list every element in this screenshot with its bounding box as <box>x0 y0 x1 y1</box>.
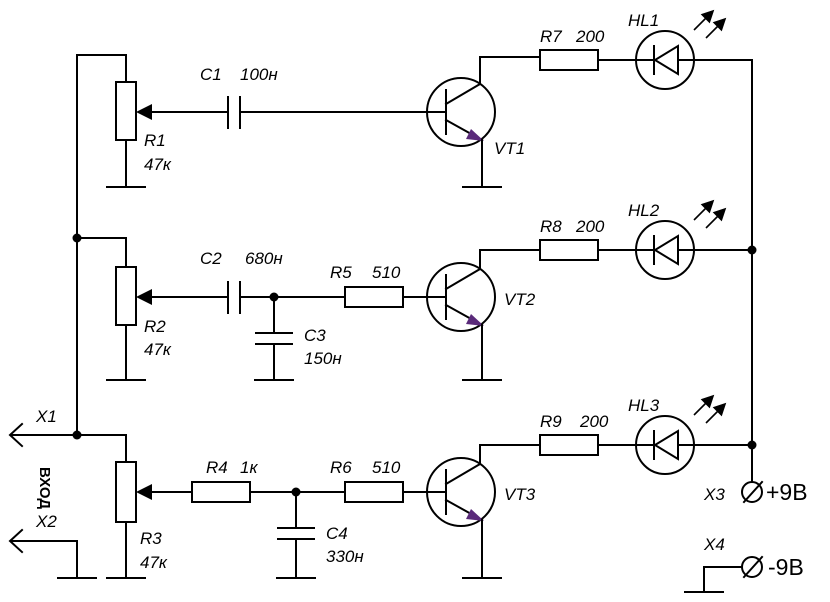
label-r1-value: 47к <box>144 155 172 174</box>
capacitor-c2 <box>227 281 241 314</box>
label-input: ВХОД <box>36 467 53 509</box>
label-r6-value: 510 <box>372 458 401 477</box>
label-r9-value: 200 <box>579 412 609 431</box>
light-arrow <box>693 9 715 31</box>
label-r2: R2 <box>144 317 166 336</box>
label-r5-value: 510 <box>372 263 401 282</box>
capacitor-c1 <box>227 96 241 129</box>
label-x1: X1 <box>35 407 57 426</box>
label-hl3: HL3 <box>628 396 660 415</box>
label-c2: C2 <box>200 249 222 268</box>
resistor-r7 <box>539 49 599 71</box>
label-r5: R5 <box>330 263 352 282</box>
light-arrow <box>705 402 727 424</box>
label-r3-value: 47к <box>140 553 168 572</box>
labels: X1 X2 ВХОД R1 47к C1 100н VT1 R7 200 HL1… <box>35 11 808 580</box>
light-arrow <box>705 207 727 229</box>
label-r2-value: 47к <box>144 340 172 359</box>
label-c1-value: 100н <box>240 65 278 84</box>
label-hl1: HL1 <box>628 11 659 30</box>
resistor-r4 <box>191 481 251 503</box>
resistor-r8 <box>539 239 599 261</box>
light-arrow <box>693 199 715 221</box>
label-r7: R7 <box>540 27 562 46</box>
emitter-arrow <box>466 129 484 141</box>
emitter-arrow <box>466 314 484 326</box>
resistor-r9 <box>539 434 599 456</box>
label-x4: X4 <box>703 535 725 554</box>
label-r4: R4 <box>206 458 228 477</box>
label-x3: X3 <box>703 485 725 504</box>
terminal-x3 <box>741 481 763 503</box>
stage-2 <box>106 199 757 381</box>
emitter-arrow <box>466 509 484 521</box>
light-arrow <box>705 17 727 39</box>
label-hl2: HL2 <box>628 201 660 220</box>
light-arrow <box>693 394 715 416</box>
label-r3: R3 <box>140 529 162 548</box>
power-terminals <box>684 444 764 593</box>
input-bus <box>8 54 127 579</box>
label-vt2: VT2 <box>504 290 536 309</box>
label-r6: R6 <box>330 458 352 477</box>
transistor-vt1 <box>426 77 496 147</box>
stage-3 <box>106 394 757 579</box>
label-r9: R9 <box>540 412 562 431</box>
label-vt1: VT1 <box>494 139 525 158</box>
potentiometer-r1 <box>115 81 137 141</box>
label-r8: R8 <box>540 217 562 236</box>
label-c4-value: 330н <box>326 547 364 566</box>
label-c4: C4 <box>326 524 348 543</box>
transistor-vt3 <box>426 457 496 527</box>
label-x2: X2 <box>35 512 57 531</box>
label-c3-value: 150н <box>304 349 342 368</box>
junction-dot <box>747 245 757 255</box>
label-r8-value: 200 <box>575 217 605 236</box>
label-plus-9v: +9В <box>766 479 808 505</box>
capacitor-c3 <box>255 332 293 345</box>
label-r7-value: 200 <box>575 27 605 46</box>
label-vt3: VT3 <box>504 485 536 504</box>
label-c1: C1 <box>200 65 222 84</box>
potentiometer-r3 <box>115 461 137 523</box>
label-c3: C3 <box>304 326 326 345</box>
junction-dot <box>72 233 82 243</box>
junction-dot <box>72 430 82 440</box>
resistor-r6 <box>344 481 404 503</box>
label-r4-value: 1к <box>240 458 258 477</box>
transistor-vt2 <box>426 262 496 332</box>
potentiometer-r2 <box>115 266 137 326</box>
label-c2-value: 680н <box>245 249 283 268</box>
resistor-r5 <box>344 286 404 308</box>
label-minus-9v: -9В <box>768 554 804 580</box>
stage-1 <box>106 9 753 481</box>
label-r1: R1 <box>144 131 166 150</box>
capacitor-c4 <box>277 527 315 540</box>
